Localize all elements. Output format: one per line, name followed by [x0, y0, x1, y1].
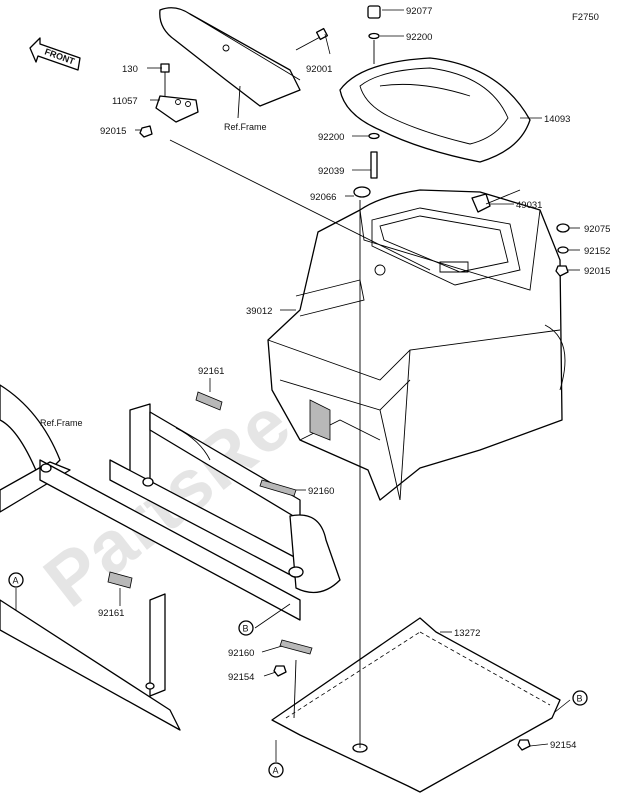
pad-92161-upper	[195, 391, 223, 411]
callout-11057: 11057	[112, 96, 138, 107]
marker-b-left: B	[238, 620, 254, 636]
callout-92015-right: 92015	[584, 266, 610, 277]
floor-panel-13272	[271, 617, 561, 793]
callout-92161-lower: 92161	[98, 608, 124, 619]
callout-92066: 92066	[310, 192, 336, 203]
diagram-code: F2750	[572, 12, 599, 23]
callout-14093: 14093	[544, 114, 570, 125]
callout-92200-top: 92200	[406, 32, 432, 43]
callout-92015-left: 92015	[100, 126, 126, 137]
pad-92160-lower	[279, 639, 313, 655]
callout-92154-left: 92154	[228, 672, 254, 683]
marker-a-bottom: A	[268, 762, 284, 778]
grommet-92075	[555, 223, 570, 277]
front-arrow-icon: FRONT	[29, 37, 81, 71]
guide-line-2	[169, 139, 431, 271]
callout-92160-middle: 92160	[308, 486, 334, 497]
svg-text:A: A	[13, 576, 19, 586]
svg-text:B: B	[577, 694, 583, 704]
callout-92154-right: 92154	[550, 740, 576, 751]
leader-lines	[15, 9, 580, 762]
callout-92075: 92075	[584, 224, 610, 235]
pad-92161-lower	[107, 571, 133, 589]
callout-92200-mid: 92200	[318, 132, 344, 143]
pad-92160-middle	[259, 479, 297, 497]
lid-14093	[339, 57, 531, 163]
bracket-11057	[139, 63, 199, 138]
marker-a-left: A	[8, 572, 24, 588]
callout-92039: 92039	[318, 166, 344, 177]
callout-92152: 92152	[584, 246, 610, 257]
bolt-92001	[295, 27, 329, 51]
callout-13272: 13272	[454, 628, 480, 639]
callout-92161-upper: 92161	[198, 366, 224, 377]
ref-frame-bottom	[0, 384, 341, 731]
callout-92001: 92001	[306, 64, 332, 75]
marker-b-right: B	[572, 690, 588, 706]
svg-text:A: A	[273, 766, 279, 776]
ref-frame-label-bottom: Ref.Frame	[40, 418, 83, 428]
latch-49031	[471, 193, 491, 213]
callout-49031: 49031	[516, 200, 542, 211]
storage-box-39012	[267, 189, 566, 501]
ref-frame-top	[159, 7, 301, 119]
callout-39012: 39012	[246, 306, 272, 317]
callout-92077: 92077	[406, 6, 432, 17]
svg-text:B: B	[243, 624, 249, 634]
bolt-92154	[273, 665, 531, 751]
ref-frame-label-top: Ref.Frame	[224, 122, 267, 132]
callout-92160-lower: 92160	[228, 648, 254, 659]
callout-130: 130	[122, 64, 138, 75]
